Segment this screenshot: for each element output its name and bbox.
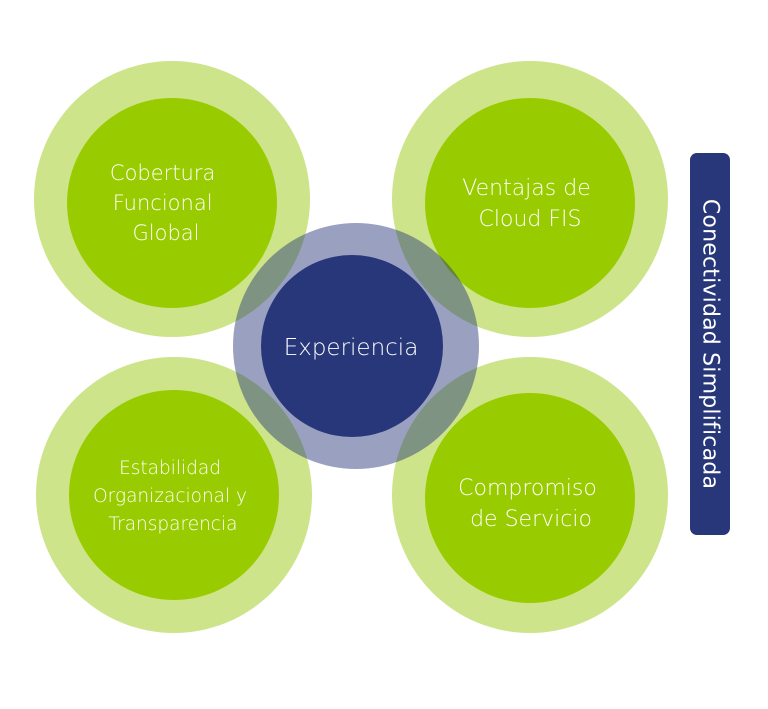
node-label: Compromiso de Servicio [458, 476, 604, 532]
node-label-line: Ventajas de [462, 176, 590, 201]
side-bar-conectividad: Conectividad Simplificada [690, 153, 730, 535]
node-compromiso-servicio: Compromiso de Servicio [392, 357, 668, 633]
node-label-line: Global [133, 221, 200, 245]
node-inner-circle [425, 393, 635, 603]
node-label-line: Funcional [113, 191, 213, 215]
node-label-line: Cloud FIS [479, 207, 582, 232]
node-label-line: Compromiso [458, 476, 597, 501]
node-label-line: de Servicio [470, 507, 592, 532]
node-inner-circle [69, 390, 279, 600]
node-inner-circle [67, 98, 277, 308]
center-node-experiencia: Experiencia [233, 223, 479, 469]
node-label-line: Estabilidad [119, 458, 221, 479]
side-bar-label: Conectividad Simplificada [697, 198, 723, 490]
node-ventajas-cloud-fis: Ventajas de Cloud FIS [392, 61, 668, 337]
node-label: Cobertura Funcional Global [110, 161, 222, 245]
center-inner-circle [261, 255, 443, 437]
node-label-line: Cobertura [110, 161, 215, 185]
node-label: Ventajas de Cloud FIS [462, 176, 597, 232]
node-label: Estabilidad Organizacional y Transparenc… [93, 458, 253, 535]
node-estabilidad-organizacional: Estabilidad Organizacional y Transparenc… [36, 357, 312, 633]
node-inner-circle [425, 98, 635, 308]
node-label-line: Transparencia [109, 514, 238, 535]
node-cobertura-funcional-global: Cobertura Funcional Global [34, 61, 310, 337]
center-label: Experiencia [284, 335, 419, 361]
node-label-line: Organizacional y [93, 486, 247, 507]
